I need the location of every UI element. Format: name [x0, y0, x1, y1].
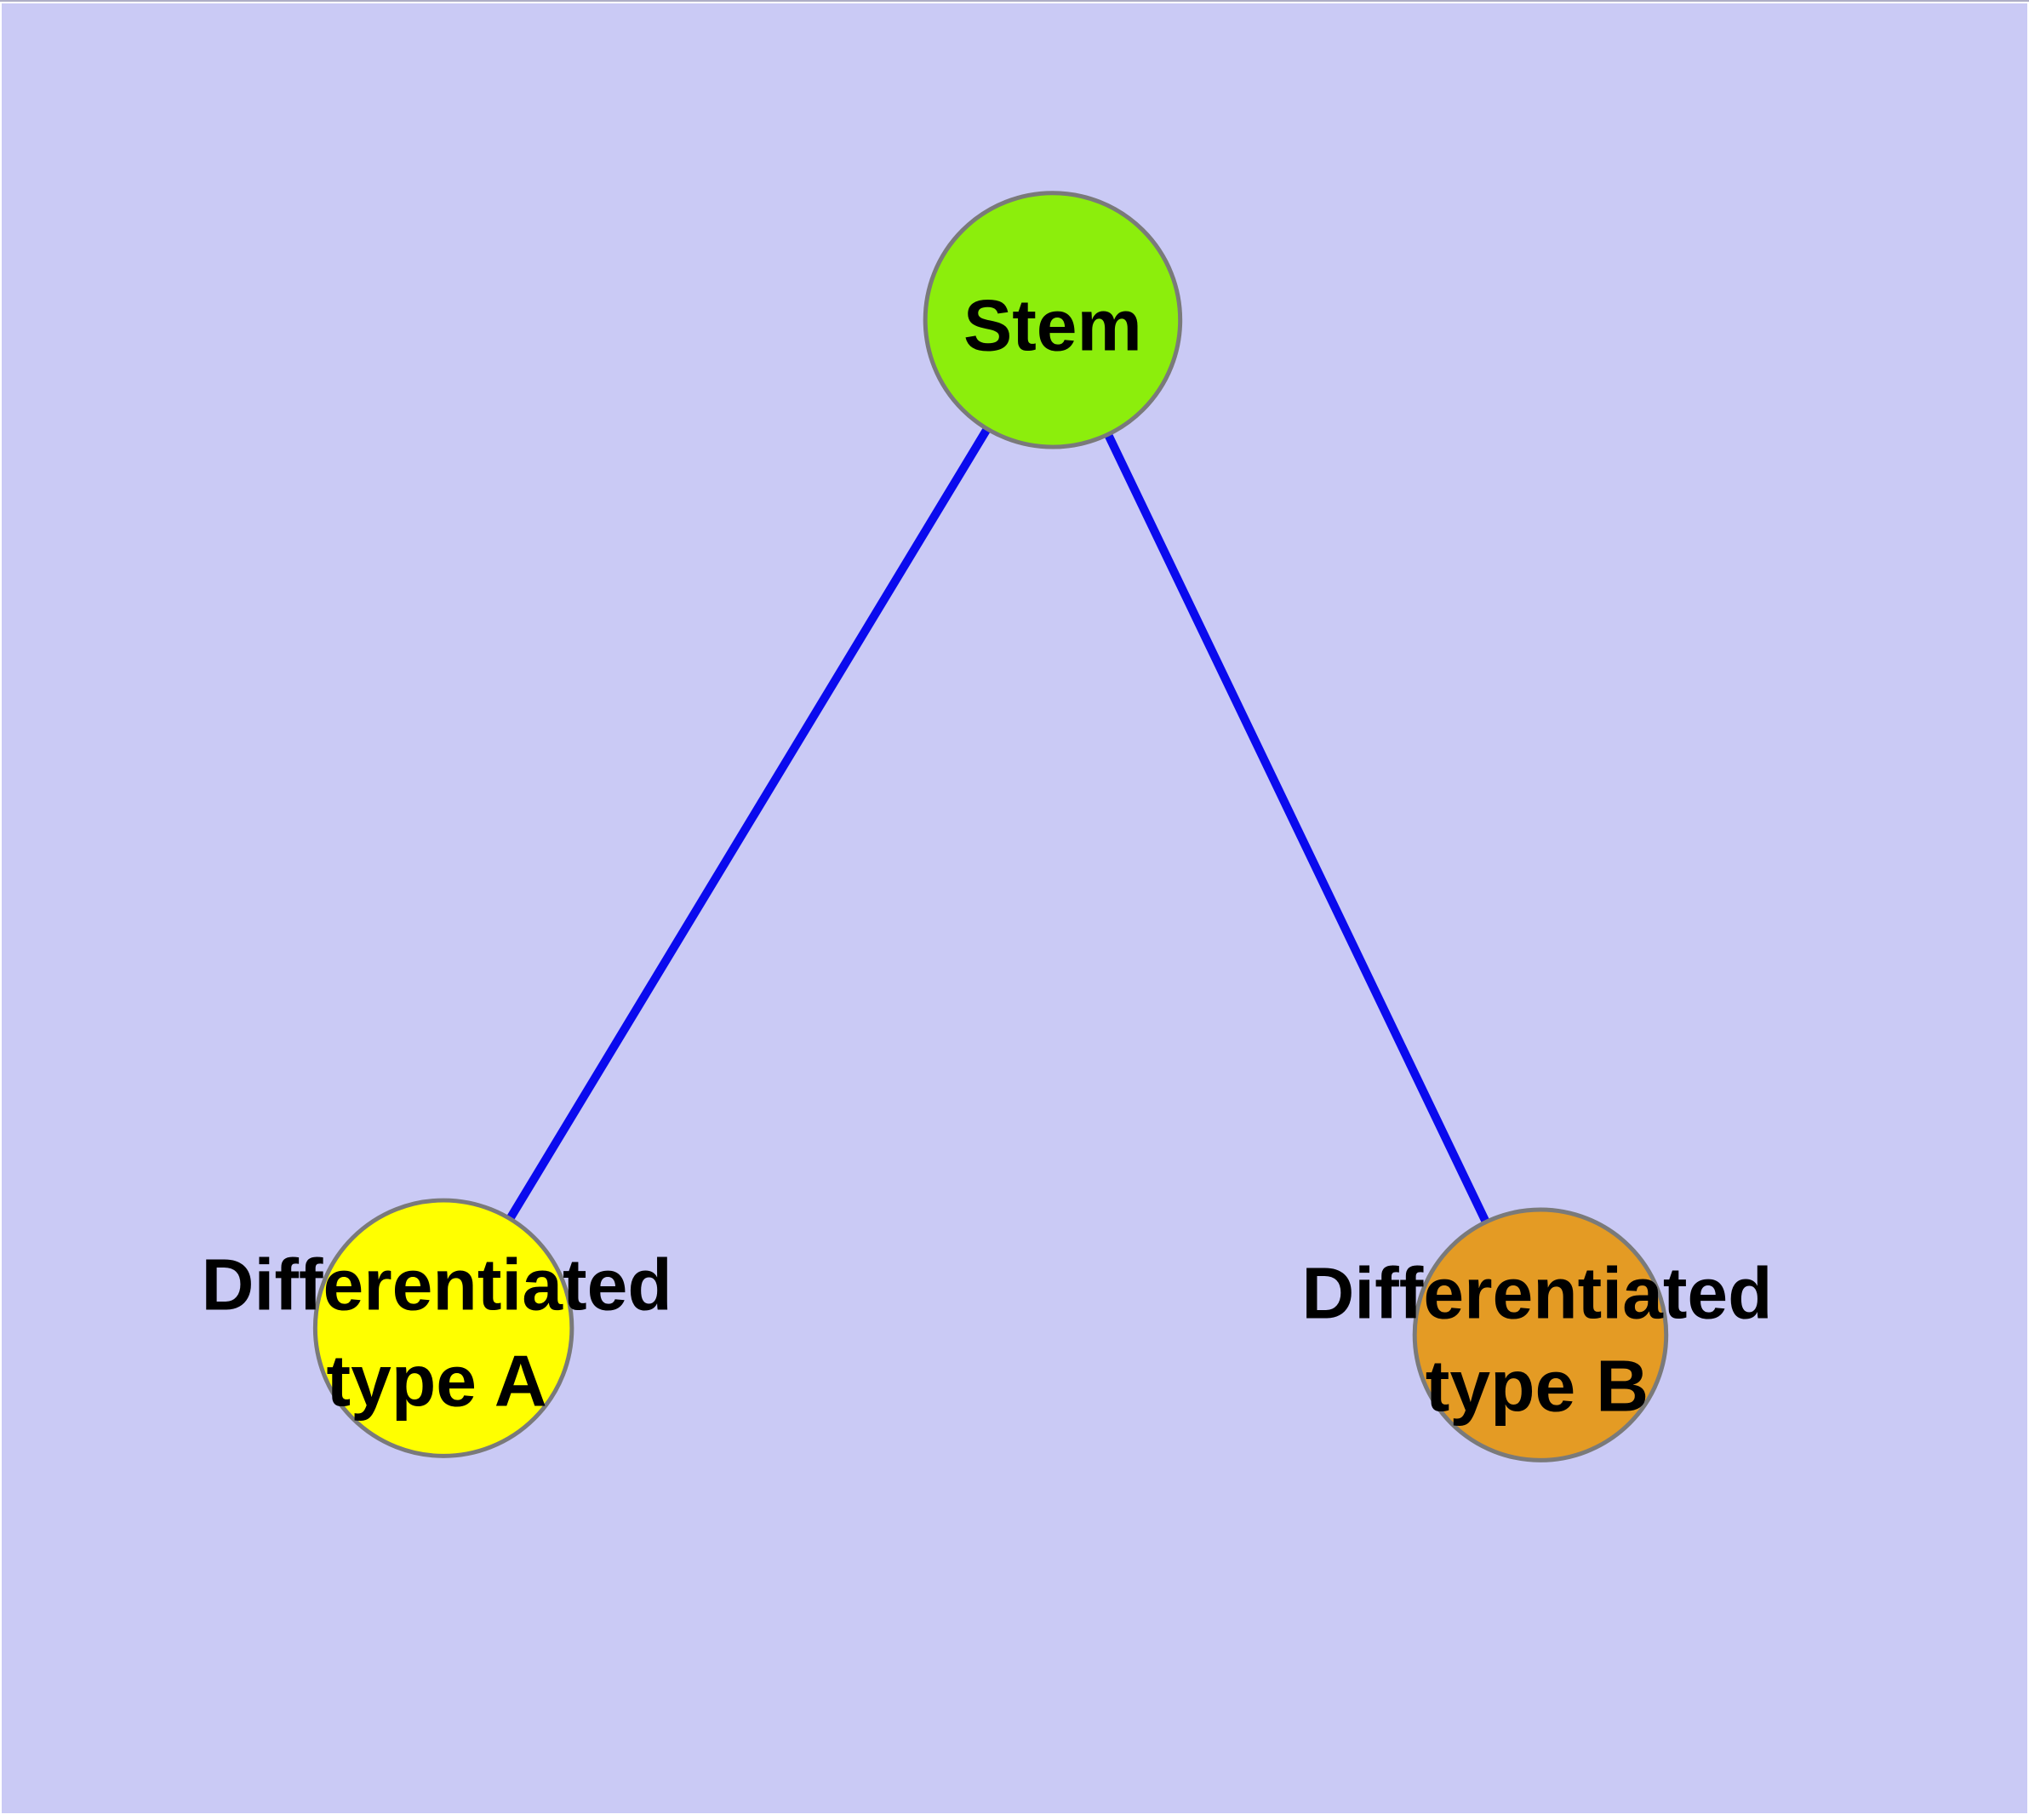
edge-stem-to-type-b: [1105, 433, 1490, 1225]
edge-stem-to-type-a: [506, 427, 991, 1222]
node-type-a-label-line1: Differentiated: [202, 1244, 672, 1325]
diagram-canvas: Stem Differentiated type A Differentiate…: [2, 3, 2027, 1813]
page-top-edge: [0, 0, 2029, 2]
cell-lineage-diagram: Stem Differentiated type A Differentiate…: [2, 3, 2027, 1813]
node-type-b-circle: [1412, 1207, 1669, 1462]
node-stem-label: Stem: [963, 285, 1142, 367]
node-type-b-label-line2: type B: [1426, 1346, 1649, 1428]
node-type-a-circle: [312, 1198, 574, 1458]
node-stem-circle: [923, 191, 1183, 449]
node-type-b-label-line1: Differentiated: [1301, 1252, 1772, 1334]
node-type-a-label-line2: type A: [327, 1341, 547, 1422]
